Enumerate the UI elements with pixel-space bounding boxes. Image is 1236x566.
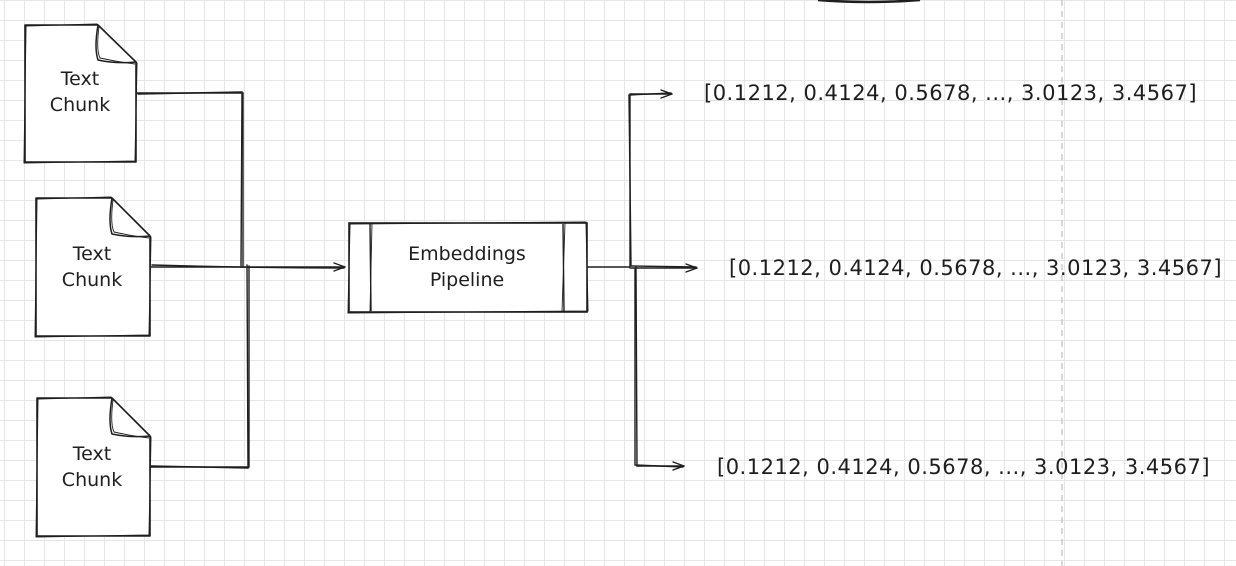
text-chunk-label-3: Text Chunk: [42, 441, 142, 493]
output-connectors: [587, 89, 698, 471]
text-chunk-label-2-line2: Chunk: [61, 269, 123, 291]
offscreen-shape-edge: [817, 0, 921, 4]
input-connectors: [136, 91, 346, 469]
embeddings-pipeline-label: Embeddings Pipeline: [380, 241, 554, 293]
pipeline-label-line1: Embeddings: [408, 243, 526, 265]
embedding-vector-1: [0.1212, 0.4124, 0.5678, ..., 3.0123, 3.…: [704, 81, 1198, 105]
text-chunk-doc-3[interactable]: [35, 396, 152, 538]
text-chunk-label-2-line1: Text: [72, 243, 112, 265]
text-chunk-doc-2[interactable]: [34, 196, 152, 338]
text-chunk-label-1-line1: Text: [60, 68, 100, 90]
embeddings-pipeline-box[interactable]: [347, 221, 589, 314]
text-chunk-label-3-line2: Chunk: [61, 469, 123, 491]
embedding-vector-2: [0.1212, 0.4124, 0.5678, ..., 3.0123, 3.…: [729, 256, 1223, 280]
text-chunk-label-3-line1: Text: [72, 443, 112, 465]
text-chunk-label-1-line2: Chunk: [49, 94, 111, 116]
text-chunk-doc-1[interactable]: [23, 23, 138, 164]
pipeline-label-line2: Pipeline: [429, 269, 505, 291]
embedding-vector-3: [0.1212, 0.4124, 0.5678, ..., 3.0123, 3.…: [717, 455, 1211, 479]
text-chunk-label-1: Text Chunk: [30, 66, 130, 118]
text-chunk-label-2: Text Chunk: [42, 241, 142, 293]
